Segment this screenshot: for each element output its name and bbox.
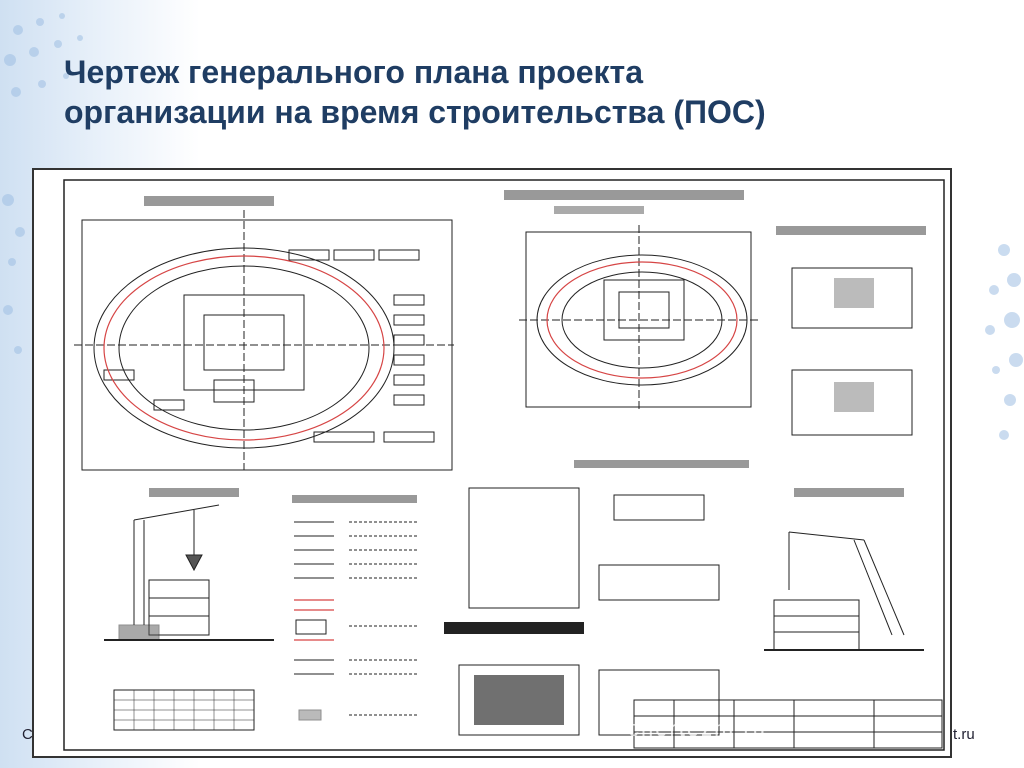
drawing-sheet <box>32 168 952 758</box>
watermark-logo: chertezhi.ru <box>628 716 767 741</box>
slide-title: Чертеж генерального плана проекта органи… <box>64 52 964 132</box>
slide-title-line-2: организации на время строительства (ПОС) <box>64 94 766 130</box>
slide-title-line-1: Чертеж генерального плана проекта <box>64 54 644 90</box>
footer-right-text: t.ru <box>953 726 975 743</box>
footer-left-text: С <box>22 726 33 743</box>
construction-drawing <box>63 179 945 751</box>
background-dot-pattern <box>2 13 83 354</box>
background-dot-pattern-right <box>985 244 1023 440</box>
